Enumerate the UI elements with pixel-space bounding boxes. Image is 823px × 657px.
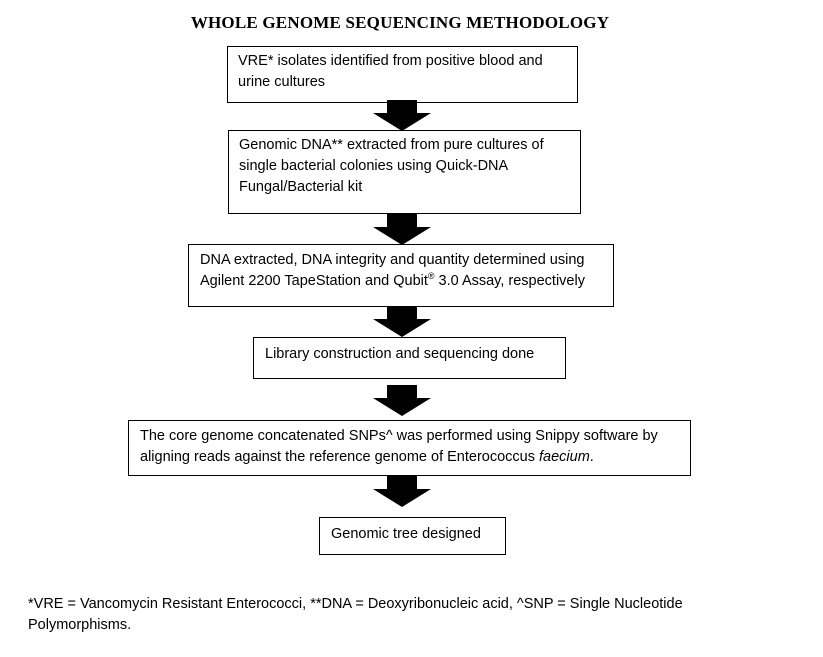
species-name: faecium xyxy=(539,449,590,465)
step-text-line: Fungal/Bacterial kit xyxy=(239,179,363,195)
diagram-title: WHOLE GENOME SEQUENCING METHODOLOGY xyxy=(190,13,610,32)
step-dna-extraction-box: Genomic DNA** extracted from pure cultur… xyxy=(228,130,581,214)
step-text-line: Genomic tree designed xyxy=(331,526,481,542)
step-text-line: single bacterial colonies using Quick-DN… xyxy=(239,158,509,174)
footnote-line: Polymorphisms. xyxy=(28,617,132,633)
registered-mark: ® xyxy=(427,271,435,282)
down-arrow-icon xyxy=(373,385,431,416)
abbreviations-footnote: *VRE = Vancomycin Resistant Enterococci,… xyxy=(28,594,788,636)
step-text-line: Agilent 2200 TapeStation and Qubit® 3.0 … xyxy=(200,271,602,292)
step-dna-quality-box: DNA extracted, DNA integrity and quantit… xyxy=(188,244,614,307)
step-text-segment: . xyxy=(589,449,594,465)
step-text-line: Library construction and sequencing done xyxy=(265,346,535,362)
footnote-line: *VRE = Vancomycin Resistant Enterococci,… xyxy=(28,596,683,612)
step-text-segment: Agilent 2200 TapeStation and Qubit xyxy=(200,273,428,289)
down-arrow-icon xyxy=(373,100,431,131)
step-text-line: Genomic DNA** extracted from pure cultur… xyxy=(239,137,544,153)
down-arrow-icon xyxy=(373,476,431,507)
step-library-sequencing-box: Library construction and sequencing done xyxy=(253,337,566,379)
down-arrow-icon xyxy=(373,306,431,337)
step-text-line: urine cultures xyxy=(238,74,326,90)
down-arrow-icon xyxy=(373,214,431,245)
step-text-line: VRE* isolates identified from positive b… xyxy=(238,53,543,69)
step-genomic-tree-box: Genomic tree designed xyxy=(319,517,506,555)
step-text-line: The core genome concatenated SNPs^ was p… xyxy=(140,428,658,444)
step-identify-isolates-box: VRE* isolates identified from positive b… xyxy=(227,46,578,103)
step-text-line: DNA extracted, DNA integrity and quantit… xyxy=(200,252,585,268)
step-text-segment: aligning reads against the reference gen… xyxy=(140,449,539,465)
step-text-line: aligning reads against the reference gen… xyxy=(140,447,679,468)
step-text-segment: 3.0 Assay, respectively xyxy=(434,273,585,289)
step-snp-analysis-box: The core genome concatenated SNPs^ was p… xyxy=(128,420,691,476)
